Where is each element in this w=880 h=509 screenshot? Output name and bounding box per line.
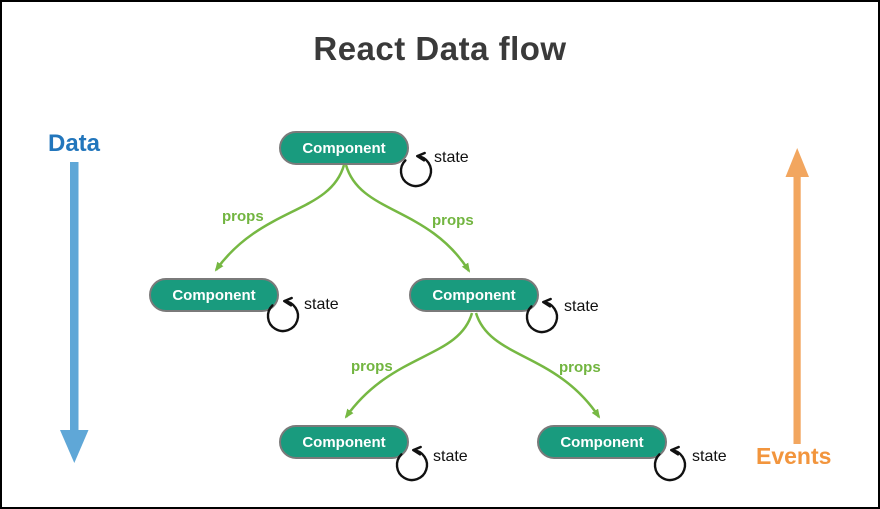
events-flow-label: Events: [756, 443, 832, 469]
state-label: state: [692, 448, 727, 465]
state-label: state: [304, 296, 339, 313]
component-label: Component: [172, 286, 256, 304]
component-label: Component: [302, 139, 386, 157]
data-flow-arrow: [60, 162, 89, 463]
props-edge-label: props: [432, 212, 474, 229]
component-label: Component: [302, 433, 386, 451]
component-node-child-left: Component: [149, 278, 279, 312]
state-label: state: [564, 298, 599, 315]
diagram-title: React Data flow: [313, 30, 567, 67]
component-node-child-right: Component: [409, 278, 539, 312]
props-edge-label: props: [222, 208, 264, 225]
component-node-root: Component: [279, 131, 409, 165]
props-edge-label: props: [559, 359, 601, 376]
component-label: Component: [432, 286, 516, 304]
events-flow-arrow: [785, 148, 809, 444]
component-label: Component: [560, 433, 644, 451]
state-label: state: [433, 448, 468, 465]
component-node-grandchild-right: Component: [537, 425, 667, 459]
component-node-grandchild-left: Component: [279, 425, 409, 459]
props-edge-label: props: [351, 358, 393, 375]
state-label: state: [434, 149, 469, 166]
data-flow-label: Data: [48, 130, 101, 157]
